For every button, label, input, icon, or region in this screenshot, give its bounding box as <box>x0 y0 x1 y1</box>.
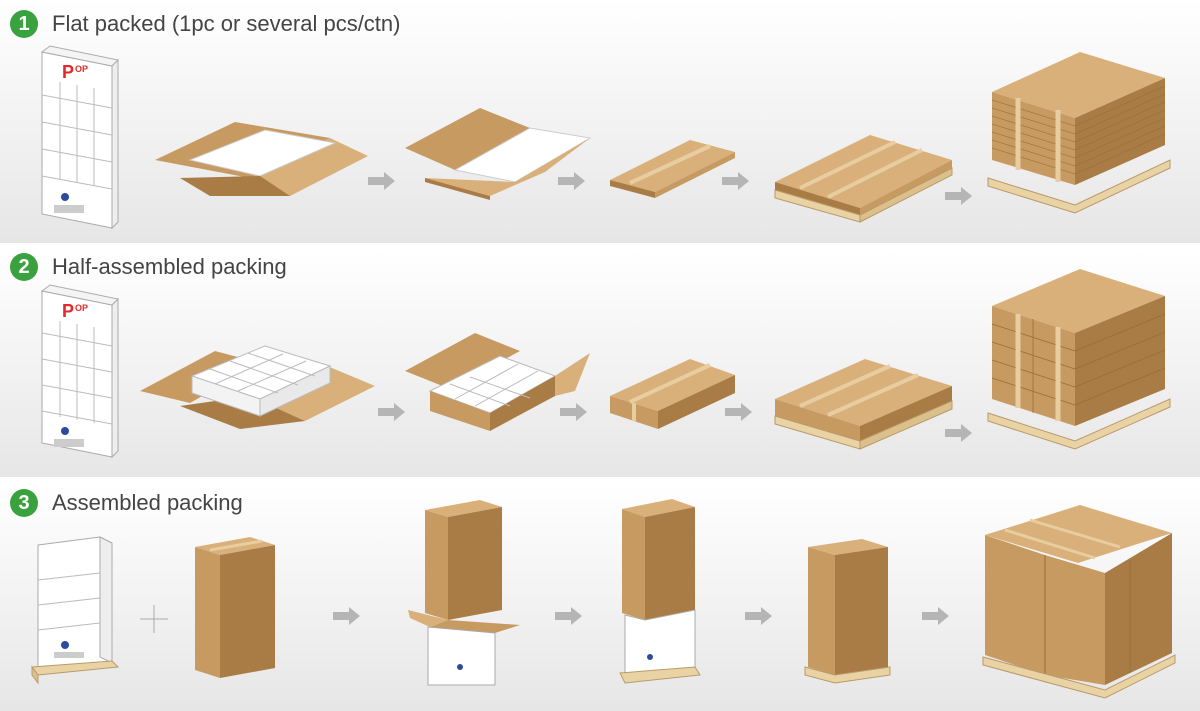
logo-mark-icon <box>61 193 69 201</box>
band-divider <box>0 477 1200 485</box>
display-stand: P OP <box>40 284 120 459</box>
arrow-right-icon <box>333 607 360 625</box>
logo-mark-icon <box>61 641 69 649</box>
step-header-2: 2 Half-assembled packing <box>10 253 287 281</box>
logo-letter: P <box>62 301 74 321</box>
arrow-right-icon <box>722 172 749 190</box>
half-carton-closing <box>405 333 590 431</box>
band-flat-packed: 1 Flat packed (1pc or several pcs/ctn) P <box>0 0 1200 243</box>
tall-carton <box>195 537 275 678</box>
logo-mark-icon <box>647 654 653 660</box>
arrow-right-icon <box>555 607 582 625</box>
half-carton-closed <box>610 359 735 429</box>
plus-icon <box>140 605 168 633</box>
step-number-badge: 3 <box>10 489 38 517</box>
half-carton-open <box>140 345 375 429</box>
arrow-right-icon <box>945 187 972 205</box>
pallet-full <box>982 505 1176 699</box>
pallet-partial <box>774 135 953 223</box>
pallet-full <box>987 52 1171 214</box>
arrow-right-icon <box>378 403 405 421</box>
carton-lowering <box>619 499 701 684</box>
step-number-badge: 2 <box>10 253 38 281</box>
carton-over-stand <box>408 500 520 686</box>
flat-packed-illustrations: P OP <box>40 45 1171 230</box>
step-title: Flat packed (1pc or several pcs/ctn) <box>52 11 401 36</box>
pallet-full <box>987 269 1171 450</box>
arrow-right-icon <box>725 403 752 421</box>
flat-carton-open <box>155 122 368 196</box>
arrow-right-icon <box>945 424 972 442</box>
step-title: Assembled packing <box>52 490 243 515</box>
arrow-right-icon <box>745 607 772 625</box>
arrow-right-icon <box>558 172 585 190</box>
assembled-illustrations <box>31 499 1176 699</box>
assembled-stand <box>31 536 120 685</box>
arrow-right-icon <box>560 403 587 421</box>
band-assembled: 3 Assembled packing <box>0 485 1200 711</box>
logo-letter: P <box>62 62 74 82</box>
arrow-right-icon <box>922 607 949 625</box>
flat-carton-closed <box>610 140 735 198</box>
step-number-badge: 1 <box>10 10 38 38</box>
band-half-assembled: 2 Half-assembled packing P OP <box>0 251 1200 477</box>
half-assembled-illustrations: P OP <box>40 269 1171 459</box>
flat-carton-closing <box>405 108 592 200</box>
display-stand: P OP <box>40 45 120 230</box>
logo-mark-icon <box>61 427 69 435</box>
pallet-partial <box>774 359 953 450</box>
step-header-1: 1 Flat packed (1pc or several pcs/ctn) <box>10 10 400 38</box>
arrow-right-icon <box>368 172 395 190</box>
step-header-3: 3 Assembled packing <box>10 489 243 517</box>
band-divider <box>0 243 1200 251</box>
carton-on-pallet <box>804 539 891 684</box>
logo-small: OP <box>75 64 88 74</box>
step-title: Half-assembled packing <box>52 254 287 279</box>
logo-mark-icon <box>457 664 463 670</box>
logo-small: OP <box>75 303 88 313</box>
